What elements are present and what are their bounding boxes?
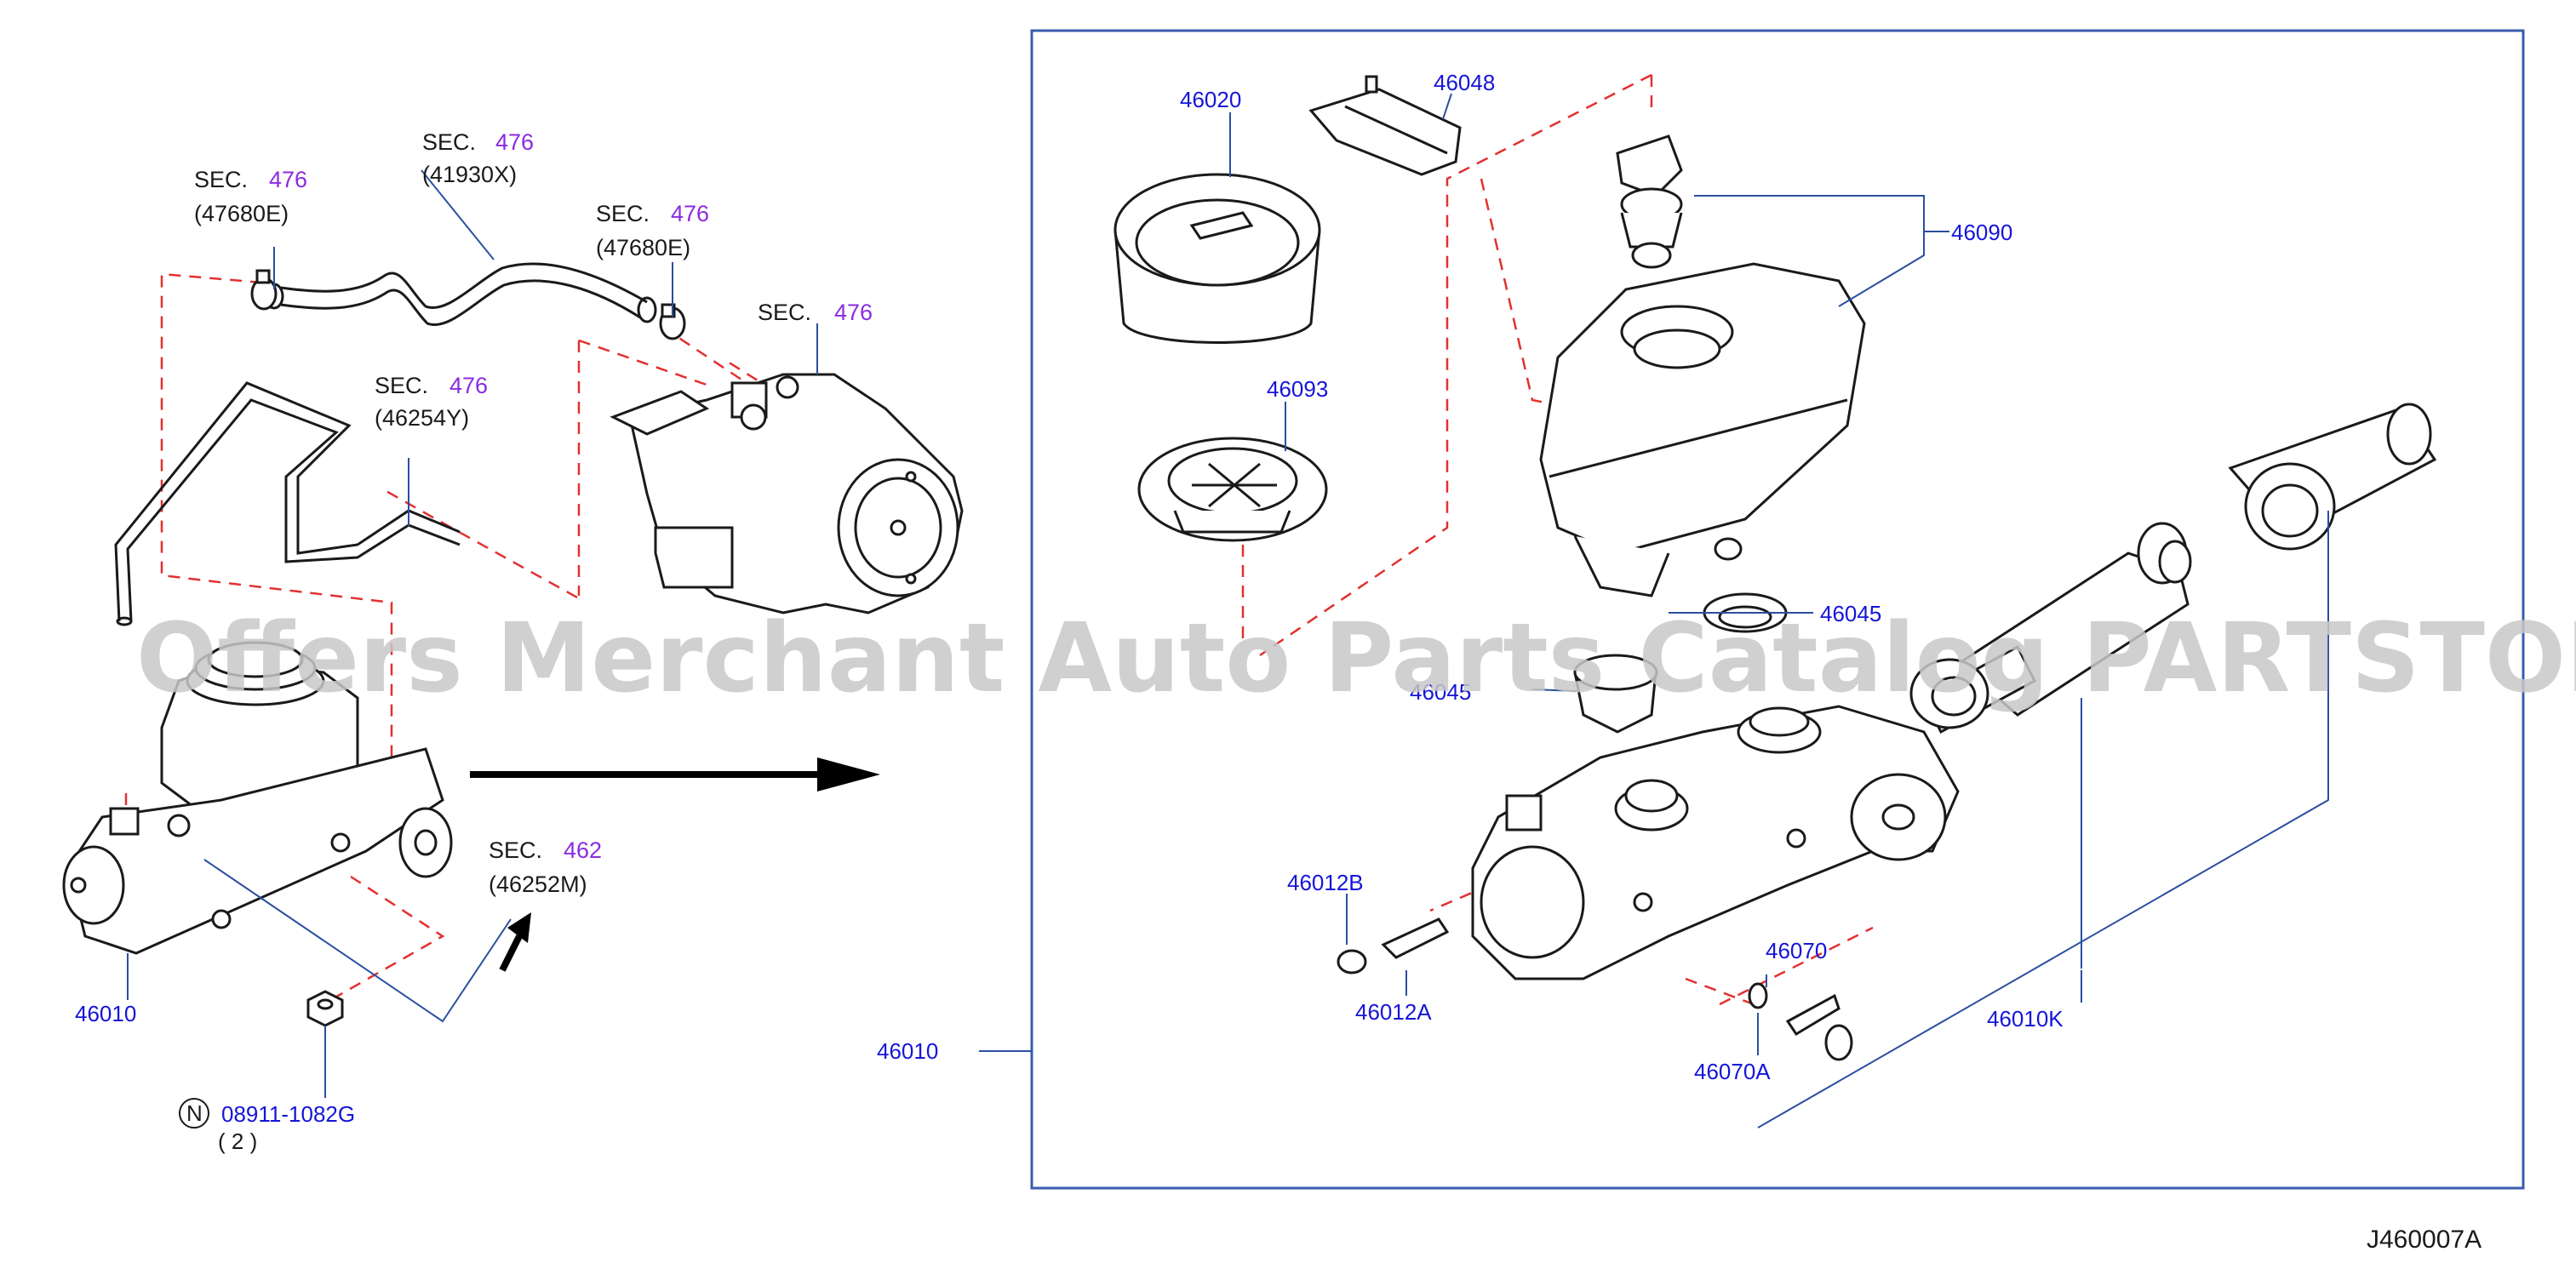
sec-462-arrow [499, 912, 531, 972]
sec-46254y-code: (46254Y) [375, 405, 469, 431]
nut-symbol-letter: N [186, 1100, 203, 1126]
part-46070-label[interactable]: 46070 [1766, 938, 1827, 963]
nut-symbol-circle [179, 1098, 209, 1129]
part-46048-label[interactable]: 46048 [1434, 70, 1495, 95]
sec-47680e-a-prefix: SEC. [194, 167, 248, 192]
reservoir-hose-drawing [264, 262, 657, 327]
sec-47680e-a-number: 476 [269, 167, 307, 192]
sec-47680e-b-number: 476 [671, 201, 709, 226]
sec-46252m-number: 462 [564, 837, 602, 863]
sec-41930x-prefix: SEC. [422, 129, 476, 155]
sec-41930x-code: (41930X) [422, 162, 517, 187]
sec-47680e-b-code: (47680E) [596, 235, 690, 260]
part-46012b-label[interactable]: 46012B [1287, 870, 1364, 895]
reservoir-cap-drawing [1113, 173, 1321, 344]
part-46012a-label[interactable]: 46012A [1355, 999, 1432, 1025]
leader-lines-left [127, 169, 673, 1098]
hose-clamp-b [659, 303, 686, 340]
sec-47680e-a-code: (47680E) [194, 201, 289, 226]
sec-41930x-number: 476 [495, 129, 534, 155]
leader-lines-right [979, 93, 2329, 1129]
part-46070a-label[interactable]: 46070A [1694, 1059, 1771, 1084]
part-46045-upper-label[interactable]: 46045 [1820, 601, 1881, 626]
watermark-text: Offers Merchant Auto Parts Catalog PARTS… [136, 603, 2576, 714]
master-cylinder-overview-drawing [62, 641, 453, 955]
part-46010-overview-label[interactable]: 46010 [75, 1001, 136, 1026]
reservoir-tank-drawing [1539, 262, 1866, 597]
connector-drawing [1308, 75, 1462, 176]
reservoir-strainer-drawing [1137, 437, 1328, 542]
part-46010-detail-label[interactable]: 46010 [877, 1038, 938, 1064]
piston-assembly-drawing [1909, 403, 2437, 734]
sec-46252m-prefix: SEC. [489, 837, 542, 863]
brake-booster-drawing [610, 323, 964, 614]
brake-pipe-drawing [114, 381, 461, 626]
part-46020-label[interactable]: 46020 [1180, 87, 1241, 112]
detail-frame [1030, 29, 2525, 1190]
part-08911-1082g-label[interactable]: 08911-1082G [221, 1101, 355, 1127]
part-46045-lower-label[interactable]: 46045 [1410, 679, 1471, 705]
bleeder-and-stop-bolts-drawing [1337, 917, 1853, 1061]
part-46010k-label[interactable]: 46010K [1987, 1006, 2064, 1032]
part-46090-label[interactable]: 46090 [1951, 220, 2012, 245]
diagram-code: J460007A [2367, 1226, 2482, 1254]
reservoir-bolt-drawing [1616, 134, 1683, 269]
cylinder-body-drawing [1471, 705, 1960, 980]
sec-46252m-code: (46252M) [489, 872, 587, 897]
hex-nut-drawing [306, 990, 344, 1027]
sec-476-booster-prefix: SEC. [758, 300, 811, 325]
sec-46254y-prefix: SEC. [375, 373, 428, 398]
sec-46254y-number: 476 [449, 373, 488, 398]
reference-dash-lines-left [124, 272, 793, 1014]
direction-arrow [470, 757, 880, 792]
sec-47680e-b-prefix: SEC. [596, 201, 650, 226]
sec-476-booster-number: 476 [834, 300, 873, 325]
part-46093-label[interactable]: 46093 [1267, 376, 1328, 402]
nut-quantity: ( 2 ) [218, 1129, 257, 1154]
hose-clamp-a [250, 269, 278, 311]
